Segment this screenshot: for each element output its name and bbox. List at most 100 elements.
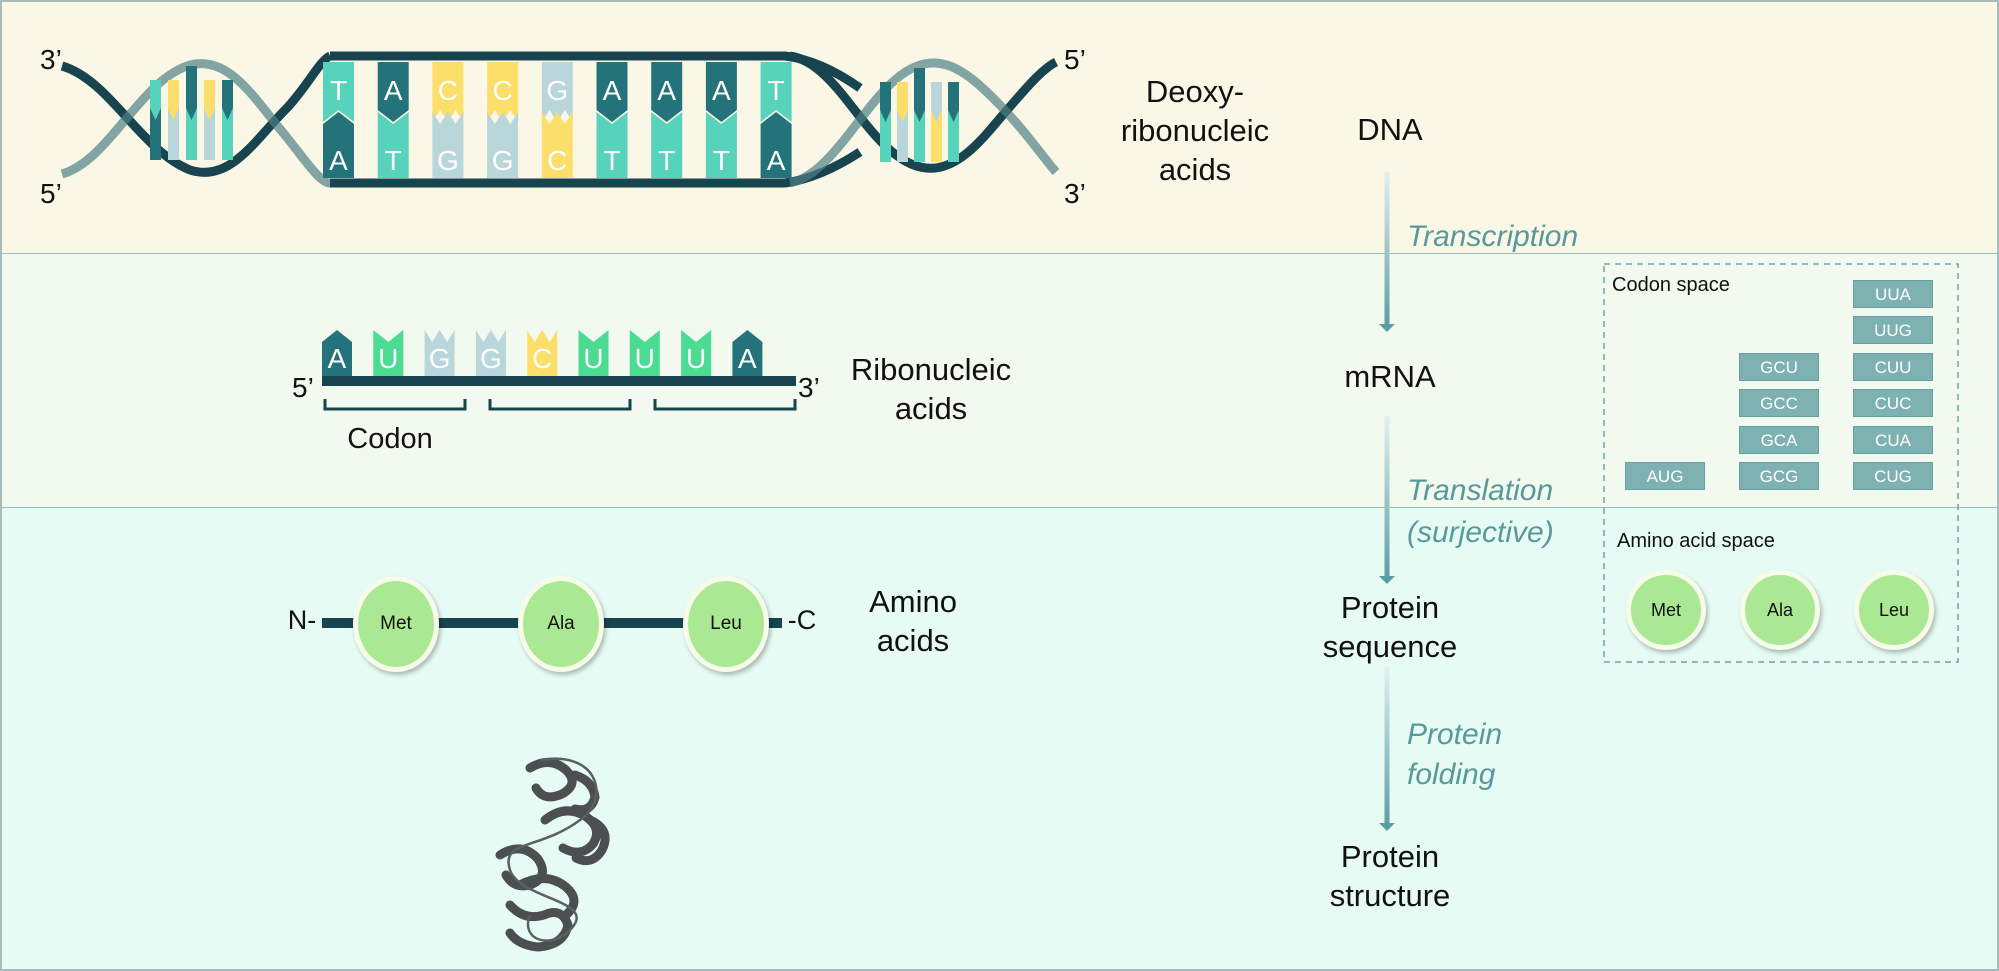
helix-base <box>222 108 233 160</box>
codon-box-uua: UUA <box>1853 279 1933 308</box>
amino-acid-bead-ala: Ala <box>518 576 604 672</box>
protein-structure-image <box>495 757 610 952</box>
stage-protein-structure: Protein structure <box>1329 839 1451 913</box>
nucleotide-letter: A <box>328 343 347 374</box>
helix-base <box>222 80 233 122</box>
process-translation: Translation (surjective) <box>1407 474 1554 549</box>
helix-strand-light <box>788 58 1060 188</box>
codon-bracket <box>653 399 797 411</box>
rna-base <box>732 330 763 376</box>
helix-base <box>897 110 908 162</box>
rna-base <box>475 330 506 376</box>
helix-base <box>948 110 959 162</box>
rna-label: Ribonucleic acids <box>850 352 1012 426</box>
codon-box-cuc: CUC <box>1853 389 1933 417</box>
protein-helix-ribbon <box>570 770 600 815</box>
nucleotide-letter: T <box>768 75 785 106</box>
flow-arrow-head <box>1379 324 1395 332</box>
rna-backbone <box>322 376 796 386</box>
amino-acid-bead-leu: Leu <box>683 576 769 672</box>
nucleotide-letter: G <box>492 145 514 176</box>
codon-label: Codon <box>347 423 433 455</box>
nucleotide-letter: C <box>532 343 552 374</box>
amino-space-bead-leu: Leu <box>1854 570 1934 650</box>
protein-helix-ribbon <box>505 900 573 952</box>
helix-base <box>186 108 197 160</box>
nucleotide-letter: A <box>603 75 622 106</box>
codon-box-gcg: GCG <box>1739 462 1819 490</box>
dna-helix-left <box>60 51 333 188</box>
helix-base <box>914 68 925 124</box>
protein-helix-ribbon <box>525 758 577 802</box>
helix-base <box>931 110 942 162</box>
helix-strand-dark <box>789 51 1059 173</box>
codon-box-gcu: GCU <box>1739 352 1819 381</box>
amino-acid-bead-met: Met <box>353 576 439 672</box>
codon-box-gcc: GCC <box>1739 389 1819 417</box>
nucleotide-letter: A <box>657 75 676 106</box>
helix-base <box>914 110 925 162</box>
n-terminus-label: N- <box>287 605 317 635</box>
nucleotide-letter: A <box>738 343 757 374</box>
codon-bracket <box>323 399 467 411</box>
codon-box-aug: AUG <box>1625 462 1705 490</box>
dna-right-bottom-prime: 3’ <box>1064 178 1086 209</box>
amino-space-bead-met: Met <box>1626 570 1706 650</box>
nucleotide-letter: G <box>480 343 502 374</box>
amino-acids-label: Amino acids <box>869 584 957 658</box>
nucleotide-letter: A <box>767 145 786 176</box>
dna-label: Deoxy- ribonucleic acids <box>1120 74 1270 187</box>
nucleotide-letter: G <box>429 343 451 374</box>
dna-bottom-base <box>377 112 409 178</box>
protein-helix-ribbon <box>515 874 579 920</box>
mapping-dashed-box <box>1603 263 1959 663</box>
nucleotide-letter: C <box>492 75 512 106</box>
helix-base <box>204 80 215 122</box>
dna-top-base <box>487 62 519 122</box>
helix-base <box>880 110 891 162</box>
nucleotide-letter: T <box>385 145 402 176</box>
dna-bottom-base <box>596 112 628 178</box>
helix-base <box>168 108 179 160</box>
helix-strand-dark <box>60 51 333 177</box>
nucleotide-letter: T <box>603 145 620 176</box>
protein-helix-ribbon <box>540 806 602 857</box>
nucleotide-letter: U <box>583 343 603 374</box>
stage-mrna: mRNA <box>1344 359 1436 394</box>
rna-left-prime: 5’ <box>292 372 314 403</box>
c-terminus-label: -C <box>787 605 817 635</box>
flow-arrow-head <box>1379 823 1395 831</box>
nucleotide-letter: U <box>686 343 706 374</box>
helix-base <box>931 82 942 124</box>
helix-base <box>150 80 161 122</box>
rna-base <box>424 330 455 376</box>
codon-box-cua: CUA <box>1853 425 1933 454</box>
dna-bottom-base <box>651 112 683 178</box>
helix-base <box>186 66 197 122</box>
nucleotide-letter: A <box>384 75 403 106</box>
rna-base <box>578 330 609 376</box>
codon-box-uug: UUG <box>1853 316 1933 344</box>
nucleotide-letter: A <box>712 75 731 106</box>
flow-arrows <box>1379 172 1395 831</box>
codon-bracket <box>488 399 632 411</box>
dna-top-base <box>705 62 737 122</box>
protein-coil <box>507 757 598 942</box>
helix-base <box>897 82 908 124</box>
flow-arrow-shaft <box>1384 172 1390 326</box>
flow-arrow-shaft <box>1384 416 1390 578</box>
dna-bottom-base <box>705 112 737 178</box>
dna-top-base <box>377 62 409 122</box>
rna-base <box>681 330 712 376</box>
helix-base <box>150 108 161 160</box>
dna-left-top-prime: 3’ <box>40 44 62 75</box>
helix-base <box>948 82 959 124</box>
dna-top-base <box>596 62 628 122</box>
helix-base <box>204 108 215 160</box>
nucleotide-letter: T <box>713 145 730 176</box>
rna-base <box>527 330 558 376</box>
process-protein-folding: Protein folding <box>1407 718 1503 791</box>
codon-space-title: Codon space <box>1612 274 1730 296</box>
